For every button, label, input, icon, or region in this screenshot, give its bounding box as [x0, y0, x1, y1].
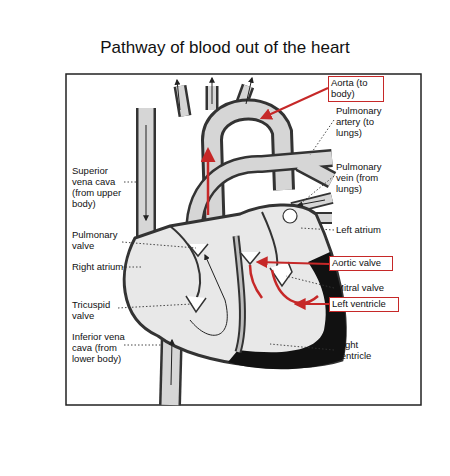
part-label: Right atrium — [72, 262, 124, 273]
flow-arrow — [190, 255, 227, 335]
pointer-arrow — [258, 262, 329, 264]
title: Pathway of blood out of the heart — [0, 38, 450, 58]
leader-lines — [118, 120, 334, 350]
part-label: Tricuspid valve — [72, 300, 120, 322]
part-label: Superior vena cava (from upper body) — [72, 166, 128, 210]
flow-arrow — [146, 125, 147, 220]
part-name: Aorta (to body) — [331, 78, 381, 100]
leader-line — [122, 267, 142, 268]
flow-arrows — [146, 78, 325, 385]
part-label: Pulmonary artery (to lungs) — [336, 106, 386, 139]
leader-line — [122, 242, 196, 248]
pointer-arrow — [262, 88, 328, 118]
highlight-box: Aorta (to body) — [328, 76, 384, 102]
pulmonary-valve — [188, 244, 208, 256]
leader-line — [310, 120, 334, 155]
leader-line — [124, 182, 138, 183]
flow-arrow — [246, 78, 252, 104]
aortic-valve — [240, 252, 260, 264]
leader-line — [118, 304, 192, 308]
part-name: Left ventricle — [332, 299, 396, 310]
atrium-wall — [170, 226, 200, 300]
leader-line — [124, 345, 162, 346]
vein-opening — [283, 209, 297, 223]
flow-arrow — [298, 200, 325, 205]
superior-vena-cava — [139, 108, 154, 250]
part-label: Right ventricle — [336, 340, 396, 362]
frame — [66, 74, 421, 405]
part-label: Pulmonary valve — [72, 230, 124, 252]
part-label: Left atrium — [336, 225, 396, 236]
part-label: Inferior vena cava (from lower body) — [72, 332, 128, 365]
leader-line — [270, 344, 334, 350]
leader-line — [286, 276, 334, 288]
pathway-curve — [272, 270, 318, 303]
pathway-arrow — [207, 150, 210, 215]
flow-arrow — [212, 78, 213, 104]
part-label: Pulmonary vein (from lungs) — [336, 162, 392, 195]
pathway-curve — [250, 265, 262, 298]
flow-arrow — [177, 80, 180, 110]
flow-arrow — [171, 340, 172, 385]
superior-vena-cava — [136, 108, 156, 250]
pointer-arrow — [296, 303, 329, 305]
highlight-box: Left ventricle — [329, 297, 399, 312]
leader-line — [300, 176, 334, 204]
highlight-box: Aortic valve — [329, 256, 393, 271]
leader-line — [300, 228, 334, 230]
part-label: Mitral valve — [336, 283, 396, 294]
heart-outline — [124, 205, 345, 367]
part-name: Aortic valve — [332, 258, 390, 269]
